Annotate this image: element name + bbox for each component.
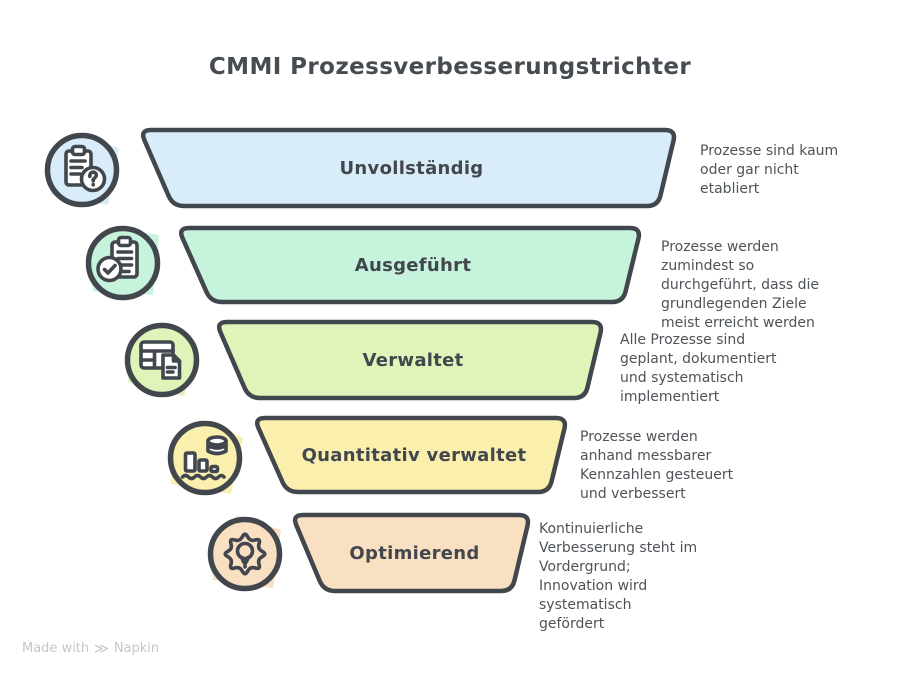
funnel-segment-verwaltet (216, 319, 604, 401)
gear-lightbulb-icon (201, 510, 289, 598)
funnel-label-1: Unvollständig (339, 157, 484, 179)
gear-lightbulb-glyph (223, 532, 267, 576)
made-with-label: Made with (22, 641, 90, 656)
made-with-napkin: Made with ≫ Napkin (22, 641, 159, 656)
funnel-label-5: Optimierend (349, 542, 480, 564)
table-document-glyph (139, 340, 182, 380)
level-description-3: Alle Prozesse sind geplant, dokumentiert… (620, 332, 777, 405)
bar-chart-database-icon (161, 414, 249, 502)
level-description-5: Kontinuierliche Verbesserung steht im Vo… (539, 521, 698, 632)
table-document-icon (118, 316, 206, 404)
clipboard-question-icon (38, 126, 126, 214)
funnel-label-4: Quantitativ verwaltet (301, 444, 527, 466)
page-title: CMMI Prozessverbesserungstrichter (208, 54, 692, 80)
funnel-segment-unvollstaendig (140, 127, 677, 209)
bar-chart-database-glyph (180, 435, 228, 481)
icon-circle (207, 516, 283, 592)
funnel-segment-quantitativ-verwaltet (254, 415, 568, 495)
funnel-label-2: Ausgeführt (354, 254, 472, 276)
funnel-segment-optimierend (292, 512, 531, 594)
icon-circle (167, 420, 243, 496)
level-description-1: Prozesse sind kaum oder gar nicht etabli… (700, 143, 839, 197)
funnel-label-3: Verwaltet (362, 349, 464, 371)
level-description-4: Prozesse werden anhand messbarer Kennzah… (580, 429, 734, 502)
clipboard-check-glyph (96, 235, 139, 283)
clipboard-glyph (64, 144, 107, 193)
napkin-brand-label: Napkin (113, 641, 160, 656)
funnel-segment-ausgefuehrt (178, 225, 642, 305)
napkin-logo-icon: ≫ (94, 640, 109, 657)
level-description-2: Prozesse werden zumindest so durchgeführ… (661, 239, 819, 331)
clipboard-check-icon (79, 219, 167, 307)
